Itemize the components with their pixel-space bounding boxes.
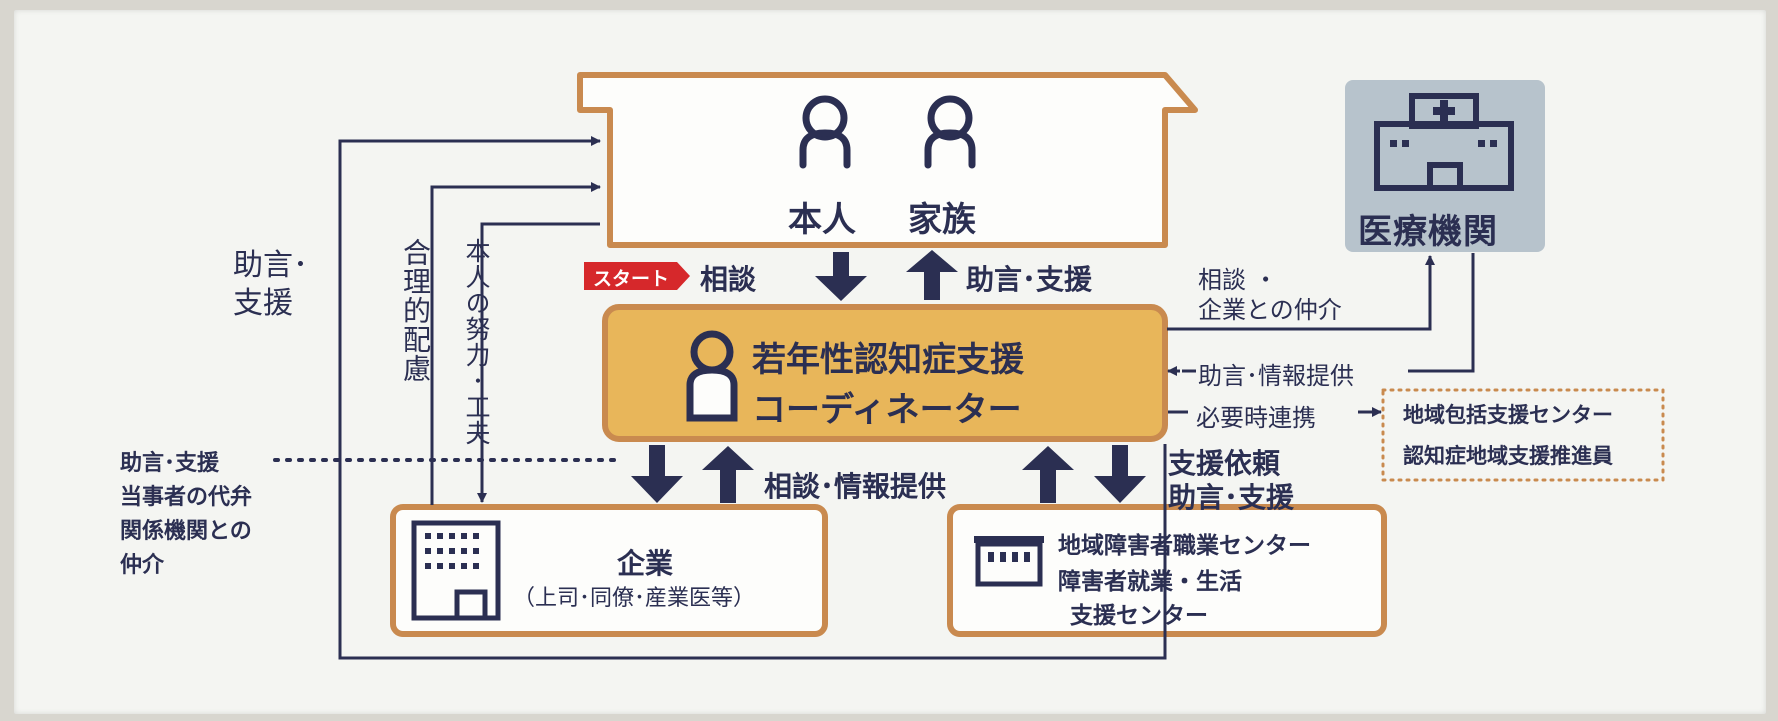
advice-info-label: 助言･情報提供 [1198, 362, 1354, 390]
hospital-icon [1374, 93, 1514, 191]
coordinator-line2: コーディネーター [752, 390, 1022, 430]
hospital-cross-icon [1390, 100, 1497, 147]
left-advice-label-2: 支援 [233, 286, 293, 321]
cooperation-label: 必要時連携 [1196, 404, 1316, 432]
thick-arrows-bottom-left [631, 445, 754, 503]
coordinator-person-icon [686, 330, 738, 422]
consult-mediate-label-1: 相談 ・ [1198, 266, 1278, 294]
coordinator-line1: 若年性認知症支援 [752, 340, 1024, 380]
start-tag [584, 262, 690, 290]
thick-arrows-top [815, 250, 958, 301]
person-label: 本人 [788, 200, 856, 240]
start-label: スタート [593, 268, 670, 290]
bottom-left-label-2: 当事者の代弁 [120, 485, 253, 510]
building-icon [411, 520, 501, 621]
thick-arrows-bottom-right [1022, 445, 1146, 503]
regional-line2: 認知症地域支援推進員 [1403, 444, 1613, 468]
hospital-label: 医療機関 [1358, 212, 1498, 252]
regional-center-box [1381, 388, 1665, 482]
bottom-left-label-3: 関係機関との [120, 519, 252, 544]
reasonable-accommodation-label: 合理的配慮 [399, 238, 432, 383]
factory-icon [975, 541, 1043, 587]
coordinator-box [602, 304, 1168, 442]
center-line3: 支援センター [1070, 603, 1208, 629]
company-box [390, 504, 828, 637]
bottom-left-label-1: 助言･支援 [120, 451, 220, 476]
factory-detail-icon [974, 536, 1044, 562]
consult-label: 相談 [700, 263, 757, 296]
family-label: 家族 [908, 200, 976, 240]
house-outline [577, 72, 1198, 248]
family-icon [924, 95, 976, 169]
left-advice-line [338, 136, 1167, 660]
effort-line [477, 222, 600, 503]
center-line2: 障害者就業・生活 [1058, 569, 1242, 595]
bottom-left-label-4: 仲介 [120, 553, 165, 578]
consult-mediate-line [1167, 255, 1435, 331]
advice-info-line [1408, 253, 1475, 373]
reasonable-accommodation-line [430, 182, 601, 505]
consult-info-label: 相談･情報提供 [764, 470, 947, 503]
support-request-label: 支援依頼 [1168, 447, 1281, 480]
company-subtitle: （上司･同僚･産業医等） [513, 586, 756, 611]
advice-support-label: 助言･支援 [966, 263, 1093, 296]
consult-mediate-label-2: 企業との仲介 [1198, 296, 1342, 324]
effort-label: 本人の努力･工夫 [462, 238, 491, 446]
left-advice-label-1: 助言･ [233, 248, 308, 283]
building-windows-icon [425, 533, 479, 569]
center-line1: 地域障害者職業センター [1058, 533, 1311, 559]
person-icon [799, 95, 851, 169]
employment-center-box [947, 504, 1387, 637]
company-title: 企業 [617, 547, 674, 580]
advice-support-label-2: 助言･支援 [1168, 481, 1295, 514]
regional-line1: 地域包括支援センター [1403, 403, 1613, 427]
